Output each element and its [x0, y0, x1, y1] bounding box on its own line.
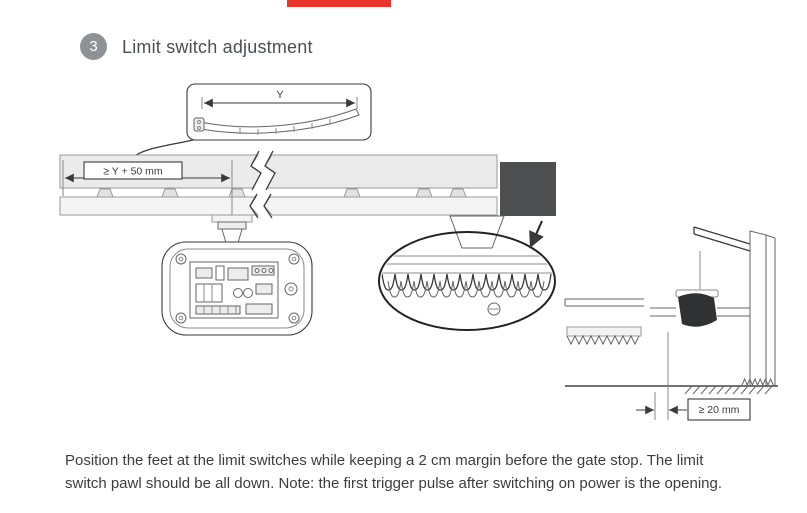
instruction-line-1: Position the feet at the limit switches … [65, 452, 704, 469]
gate-post [749, 230, 767, 387]
magnifier-detail [378, 215, 556, 331]
ground-rack-teeth [741, 377, 774, 387]
step-number: 3 [89, 38, 98, 55]
inset-callout: Y [186, 83, 372, 141]
zoom-pointer-arrow [529, 220, 544, 249]
rail-right-segment [264, 154, 498, 189]
limit-switch-foot [211, 214, 253, 244]
step-number-badge: 3 [80, 33, 107, 60]
top-red-banner [287, 0, 391, 7]
break-symbol [249, 150, 276, 219]
rack-bar-right [263, 196, 498, 216]
rack-strip-teeth [566, 334, 640, 346]
limit-switch-pawl [678, 293, 717, 327]
instruction-line-2: switch pawl should be all down. Note: th… [65, 475, 723, 492]
rail-side-lines [564, 298, 644, 307]
gate-brace [693, 226, 751, 252]
gap-dimension: ≥ 20 mm [636, 332, 751, 421]
inset-dimension-label: Y [276, 89, 283, 101]
rail-mounting-tabs [96, 188, 467, 198]
rail-dimension-label: ≥ Y + 50 mm [103, 166, 163, 178]
callout-leader-line [135, 139, 194, 156]
callout-wedge [449, 215, 505, 249]
rail-dimension: ≥ Y + 50 mm [62, 160, 233, 243]
ground-hatching [684, 385, 773, 395]
rack-strip [566, 326, 642, 337]
rack-teeth-zoom [381, 255, 553, 316]
rack-bar-left [59, 196, 260, 216]
section-title: Limit switch adjustment [122, 37, 313, 57]
gate-stop-detail [564, 226, 778, 395]
instruction-text: Position the feet at the limit switches … [65, 449, 775, 495]
gate-stop-block [500, 162, 556, 216]
rack-piece-drawing [199, 108, 360, 134]
rail-assembly [59, 150, 556, 219]
magnifier-ellipse [378, 231, 556, 331]
motor-control-unit [161, 241, 313, 336]
gap-dimension-label: ≥ 20 mm [699, 404, 740, 416]
